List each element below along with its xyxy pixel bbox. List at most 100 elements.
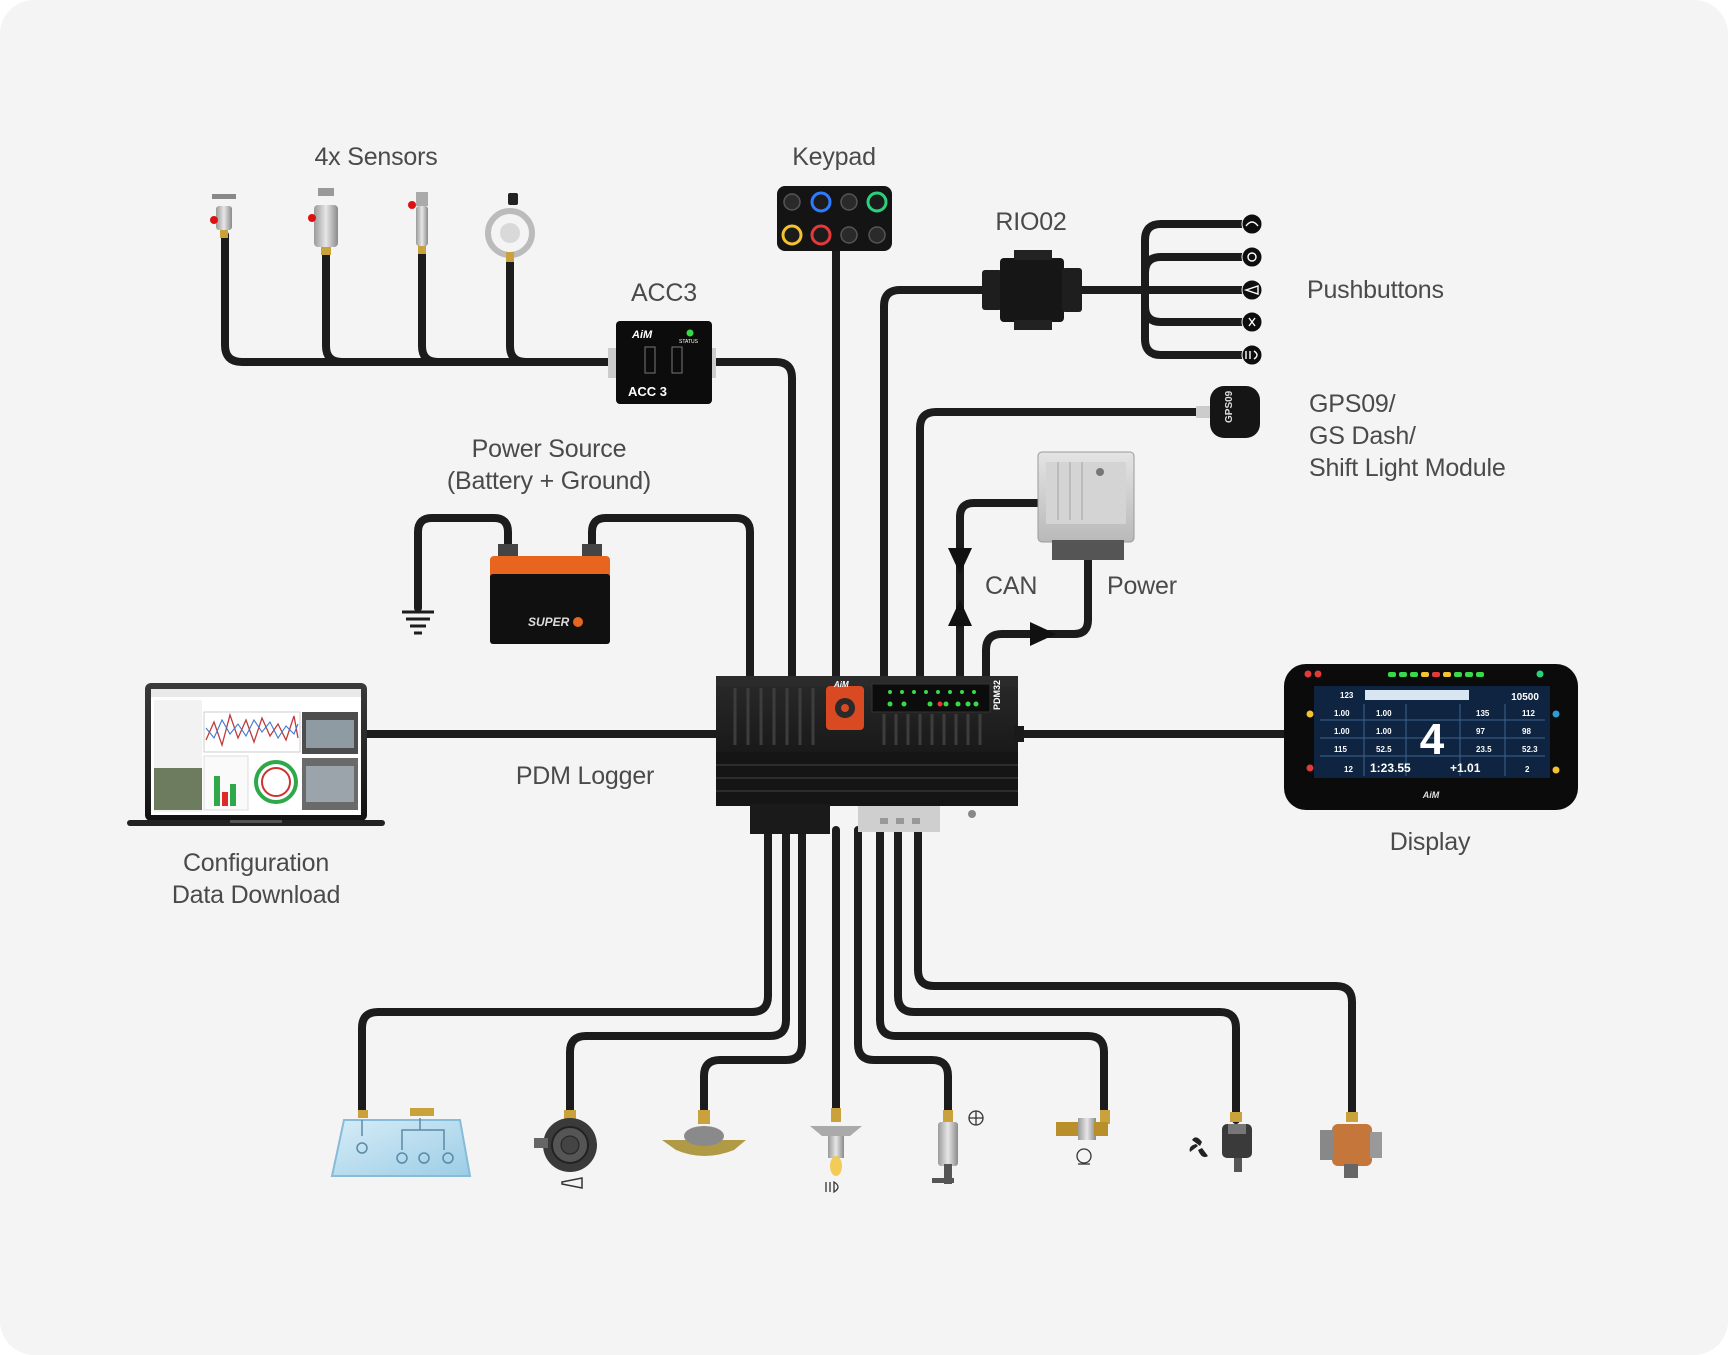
keypad-device xyxy=(777,186,892,251)
svg-text:97: 97 xyxy=(1476,727,1485,736)
label-gps-line-3: Shift Light Module xyxy=(1309,454,1506,482)
battery-brand: SUPER xyxy=(528,615,570,629)
label-config-line-2: Data Download xyxy=(171,881,341,909)
acc3-name: ACC 3 xyxy=(628,384,667,399)
acc3-device: AiM STATUS ACC 3 xyxy=(608,321,716,404)
svg-text:23.5: 23.5 xyxy=(1476,745,1492,754)
cable-btn-1 xyxy=(1141,220,1252,294)
rio02-device xyxy=(982,250,1082,330)
label-config-line-1: Configuration xyxy=(182,849,330,877)
pdm-brand: AiM xyxy=(833,680,849,689)
svg-text:1.00: 1.00 xyxy=(1376,709,1392,718)
cable-sensor-bus xyxy=(221,231,616,366)
label-power-source-line-2: (Battery + Ground) xyxy=(446,467,652,495)
cable-out-5 xyxy=(854,826,952,1116)
can-arrow-down xyxy=(948,548,972,574)
svg-text:98: 98 xyxy=(1522,727,1531,736)
ground-symbol-icon xyxy=(402,610,434,635)
cable-sensor-2 xyxy=(322,246,346,366)
cable-out-7 xyxy=(894,826,1240,1124)
pdm-logger-device: AiM PDM32 xyxy=(716,676,1024,834)
label-power-source-line-1: Power Source xyxy=(471,435,627,463)
cables xyxy=(221,220,1356,1124)
svg-text:123: 123 xyxy=(1340,691,1354,700)
sensor-3 xyxy=(408,192,428,254)
cable-sensor-3 xyxy=(418,241,442,366)
dash-gear: 4 xyxy=(1420,715,1445,764)
label-power: Power xyxy=(1107,572,1177,600)
label-pdm-logger: PDM Logger xyxy=(515,762,655,790)
gps09-text: GPS09 xyxy=(1224,390,1235,423)
cable-gps-pdm xyxy=(916,408,1208,684)
cable-btn-4 xyxy=(1141,286,1252,326)
svg-text:135: 135 xyxy=(1476,709,1490,718)
cable-btn-5 xyxy=(1141,302,1252,359)
svg-text:112: 112 xyxy=(1522,709,1535,718)
svg-text:2: 2 xyxy=(1525,765,1530,774)
wiper-icon xyxy=(1076,1148,1092,1165)
battery-device: SUPER xyxy=(490,544,610,644)
pushbutton-wiper-icon xyxy=(1241,213,1263,235)
label-configuration: Configuration Data Download xyxy=(171,847,341,911)
svg-text:52.5: 52.5 xyxy=(1376,745,1392,754)
cable-out-2 xyxy=(566,826,790,1116)
sensor-1 xyxy=(210,194,236,238)
acc3-brand: AiM xyxy=(631,329,653,341)
cable-out-6 xyxy=(876,826,1108,1122)
label-gps-line-1: GPS09/ xyxy=(1309,390,1396,418)
sensor-4 xyxy=(485,193,535,262)
cable-battery-pdm xyxy=(588,514,754,684)
label-gps-block: GPS09/ GS Dash/ Shift Light Module xyxy=(1309,388,1506,484)
svg-text:52.3: 52.3 xyxy=(1522,745,1538,754)
load-relay-actuator xyxy=(932,1110,958,1184)
sensor-2 xyxy=(308,188,338,255)
label-pushbuttons: Pushbuttons xyxy=(1307,276,1444,304)
dash-lap: 1:23.55 xyxy=(1370,761,1411,775)
acc3-status: STATUS xyxy=(679,339,699,345)
dash-rpm: 10500 xyxy=(1511,692,1539,703)
svg-text:12: 12 xyxy=(1344,765,1353,774)
label-power-source: Power Source (Battery + Ground) xyxy=(447,433,651,497)
label-keypad: Keypad xyxy=(792,143,876,171)
label-display: Display xyxy=(1389,828,1471,856)
label-acc3: ACC3 xyxy=(631,279,697,307)
load-fuel-pump xyxy=(662,1110,746,1156)
cable-out-8 xyxy=(914,826,1356,1122)
cable-battery-ground xyxy=(414,514,512,612)
load-fan-motor xyxy=(1222,1112,1252,1172)
cable-out-1 xyxy=(358,826,772,1114)
pdm-side-label: PDM32 xyxy=(992,680,1002,710)
power-arrow xyxy=(1030,622,1056,646)
can-arrow-up xyxy=(948,600,972,626)
cable-btn-2 xyxy=(1141,253,1252,277)
load-solenoid-valve xyxy=(1056,1110,1110,1140)
ecu-device xyxy=(1037,451,1135,560)
cable-rio02-pdm xyxy=(880,286,989,684)
arrows xyxy=(948,548,1056,646)
cable-ecu-can xyxy=(956,499,1044,684)
gps09-device: GPS09 xyxy=(1196,386,1260,438)
cable-out-3 xyxy=(700,826,806,1119)
label-sensors: 4x Sensors xyxy=(314,143,438,171)
dash-brand: AiM xyxy=(1422,790,1440,800)
cable-sensor-4 xyxy=(506,256,530,366)
load-bulb xyxy=(810,1108,862,1176)
laptop-device xyxy=(127,683,385,826)
fan-icon xyxy=(968,1110,984,1126)
pushbutton-fan-icon xyxy=(1241,246,1263,268)
svg-text:1.00: 1.00 xyxy=(1334,709,1350,718)
svg-text:1.00: 1.00 xyxy=(1376,727,1392,736)
label-gps-line-2: GS Dash/ xyxy=(1309,422,1416,450)
headlight-icon xyxy=(825,1180,839,1194)
pushbutton-caps xyxy=(1241,213,1263,366)
load-window-heater xyxy=(330,1108,472,1177)
fan-icon xyxy=(1189,1137,1208,1158)
load-starter-motor xyxy=(1320,1112,1382,1178)
svg-text:115: 115 xyxy=(1334,745,1347,754)
label-rio02: RIO02 xyxy=(995,208,1067,236)
pushbutton-headlight-icon xyxy=(1241,344,1263,366)
label-can: CAN xyxy=(985,572,1038,600)
